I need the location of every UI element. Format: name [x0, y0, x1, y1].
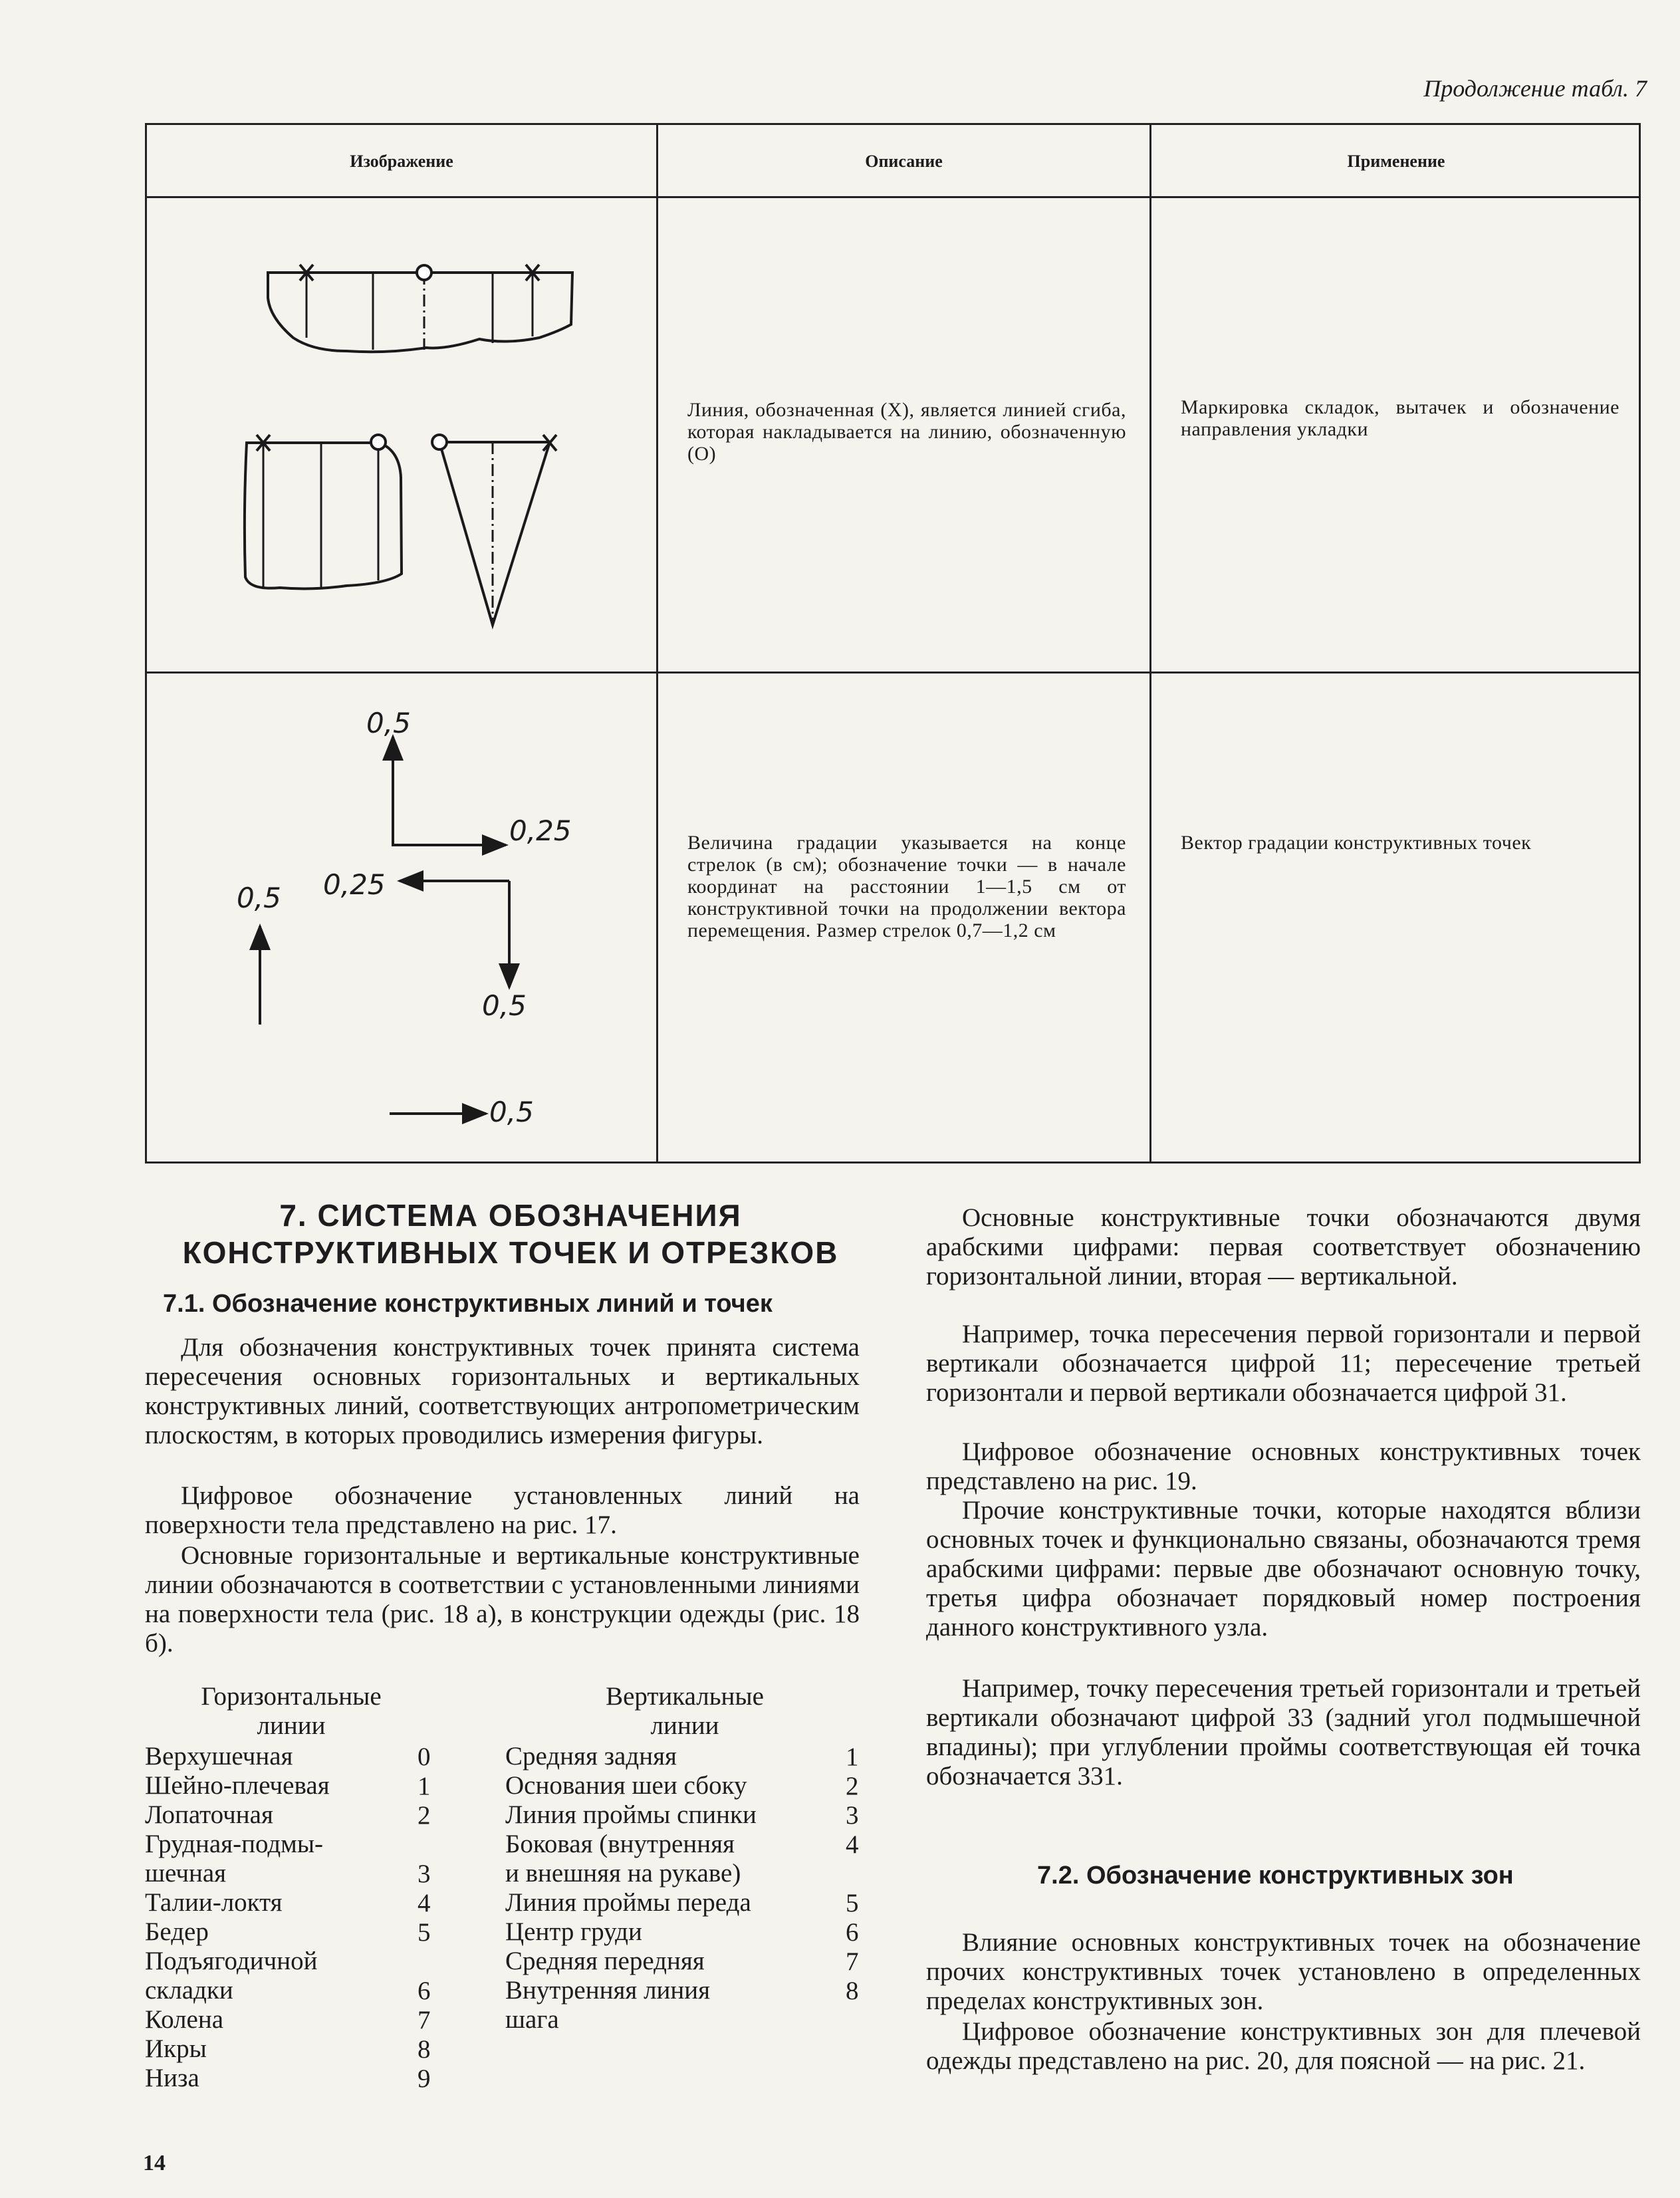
- list-item-number: 5: [846, 1889, 859, 1917]
- horizontal-lines-header: Горизонтальные линии: [201, 1682, 382, 1740]
- table-col-divider: [1149, 125, 1151, 1161]
- row1-application: Маркировка складок, вытачек и обозначени…: [1181, 396, 1620, 440]
- list-item: Талии-локтя: [145, 1888, 283, 1917]
- list-item: Шейно-плечевая: [145, 1771, 330, 1800]
- row2-description: Величина градации указывается на конце с…: [687, 832, 1126, 941]
- list-item: и внешняя на рукаве): [505, 1859, 741, 1888]
- list-item-number: 8: [418, 2035, 431, 2064]
- list-item-number: 3: [846, 1801, 859, 1830]
- list-item-number: 4: [418, 1889, 431, 1917]
- list-item-number: 7: [846, 1947, 859, 1976]
- page-number: 14: [143, 2151, 166, 2175]
- list-item-number: 1: [846, 1743, 859, 1771]
- table-header-description: Описание: [865, 152, 943, 171]
- list-item: шечная: [145, 1859, 227, 1888]
- gradation-value: 0,25: [509, 814, 572, 847]
- list-item: Внутренняя линия: [505, 1976, 711, 2005]
- list-item: Средняя передняя: [505, 1947, 705, 1975]
- paragraph: Например, точку пересечения третьей гори…: [926, 1674, 1641, 1790]
- gradation-value: 0,25: [323, 868, 386, 901]
- list-item-number: 4: [846, 1830, 859, 1859]
- list-item: Колена: [145, 2005, 224, 2034]
- list-item: Икры: [145, 2034, 207, 2063]
- continuation-label: Продолжение табл. 7: [1423, 75, 1647, 102]
- paragraph: Цифровое обозначение конструктивных зон …: [926, 2017, 1641, 2075]
- list-item-number: 5: [418, 1918, 431, 1947]
- table-header-divider: [147, 196, 1639, 198]
- gradation-value: 0,5: [237, 882, 281, 914]
- row1-description: Линия, обозначенная (X), является линией…: [687, 399, 1126, 465]
- list-item-number: 2: [418, 1801, 431, 1830]
- list-item: Подъягодичной: [145, 1947, 318, 1975]
- paragraph: Для обозначения конструктивных точек при…: [145, 1333, 860, 1449]
- list-item-number: 6: [846, 1918, 859, 1947]
- subsection-title-7-2: 7.2. Обозначение конструктивных зон: [1037, 1862, 1514, 1890]
- paragraph: Влияние основных конструктивных точек на…: [926, 1928, 1641, 2015]
- list-item: Верхушечная: [145, 1742, 293, 1771]
- paragraph: Цифровое обозначение установленных линий…: [145, 1481, 860, 1539]
- paragraph: Прочие конструктивные точки, которые нах…: [926, 1496, 1641, 1642]
- gradation-value: 0,5: [366, 707, 411, 739]
- table-header-image: Изображение: [350, 152, 453, 171]
- table-col-divider: [656, 125, 658, 1161]
- list-item-number: 9: [418, 2064, 431, 2093]
- list-item-number: 3: [418, 1860, 431, 1888]
- subsection-title-7-1: 7.1. Обозначение конструктивных линий и …: [163, 1290, 773, 1318]
- fold-marking-drawing: [243, 263, 574, 630]
- list-item: Грудная-подмы-: [145, 1830, 324, 1858]
- list-item-number: 1: [418, 1772, 431, 1800]
- list-item: Лопаточная: [145, 1800, 273, 1829]
- paragraph: Основные конструктивные точки обозначают…: [926, 1203, 1641, 1290]
- gradation-value: 0,5: [489, 1096, 534, 1128]
- section-title-line2: КОНСТРУКТИВНЫХ ТОЧЕК И ОТРЕЗКОВ: [182, 1235, 839, 1270]
- row2-application: Вектор градации конструктивных точек: [1181, 832, 1532, 854]
- list-item: Низа: [145, 2064, 199, 2092]
- list-item-number: 8: [846, 1977, 859, 2005]
- gradation-value: 0,5: [482, 989, 527, 1022]
- table: Изображение Описание Применение: [145, 123, 1641, 1163]
- paragraph: Цифровое обозначение основных конструкти…: [926, 1437, 1641, 1495]
- list-item: Линия проймы переда: [505, 1888, 751, 1917]
- table-header-application: Применение: [1347, 152, 1445, 171]
- section-title-line1: 7. СИСТЕМА ОБОЗНАЧЕНИЯ: [279, 1198, 742, 1233]
- table-row-divider: [147, 672, 1639, 673]
- list-item: Средняя задняя: [505, 1742, 677, 1771]
- vertical-lines-header: Вертикальные линии: [606, 1682, 764, 1740]
- list-item: Линия проймы спинки: [505, 1800, 757, 1829]
- list-item-number: 7: [418, 2006, 431, 2034]
- list-item: шага: [505, 2005, 559, 2034]
- list-item: складки: [145, 1976, 233, 2005]
- paragraph: Основные горизонтальные и вертикальные к…: [145, 1541, 860, 1657]
- paragraph: Например, точка пересечения первой гориз…: [926, 1320, 1641, 1407]
- list-item: Центр груди: [505, 1917, 642, 1946]
- list-item: Основания шеи сбоку: [505, 1771, 747, 1800]
- list-item-number: 6: [418, 1977, 431, 2005]
- list-item-number: 2: [846, 1772, 859, 1800]
- gradation-vector-drawing: [249, 734, 520, 1124]
- list-item: Боковая (внутренняя: [505, 1830, 735, 1858]
- list-item: Бедер: [145, 1917, 209, 1946]
- list-item-number: 0: [418, 1743, 431, 1771]
